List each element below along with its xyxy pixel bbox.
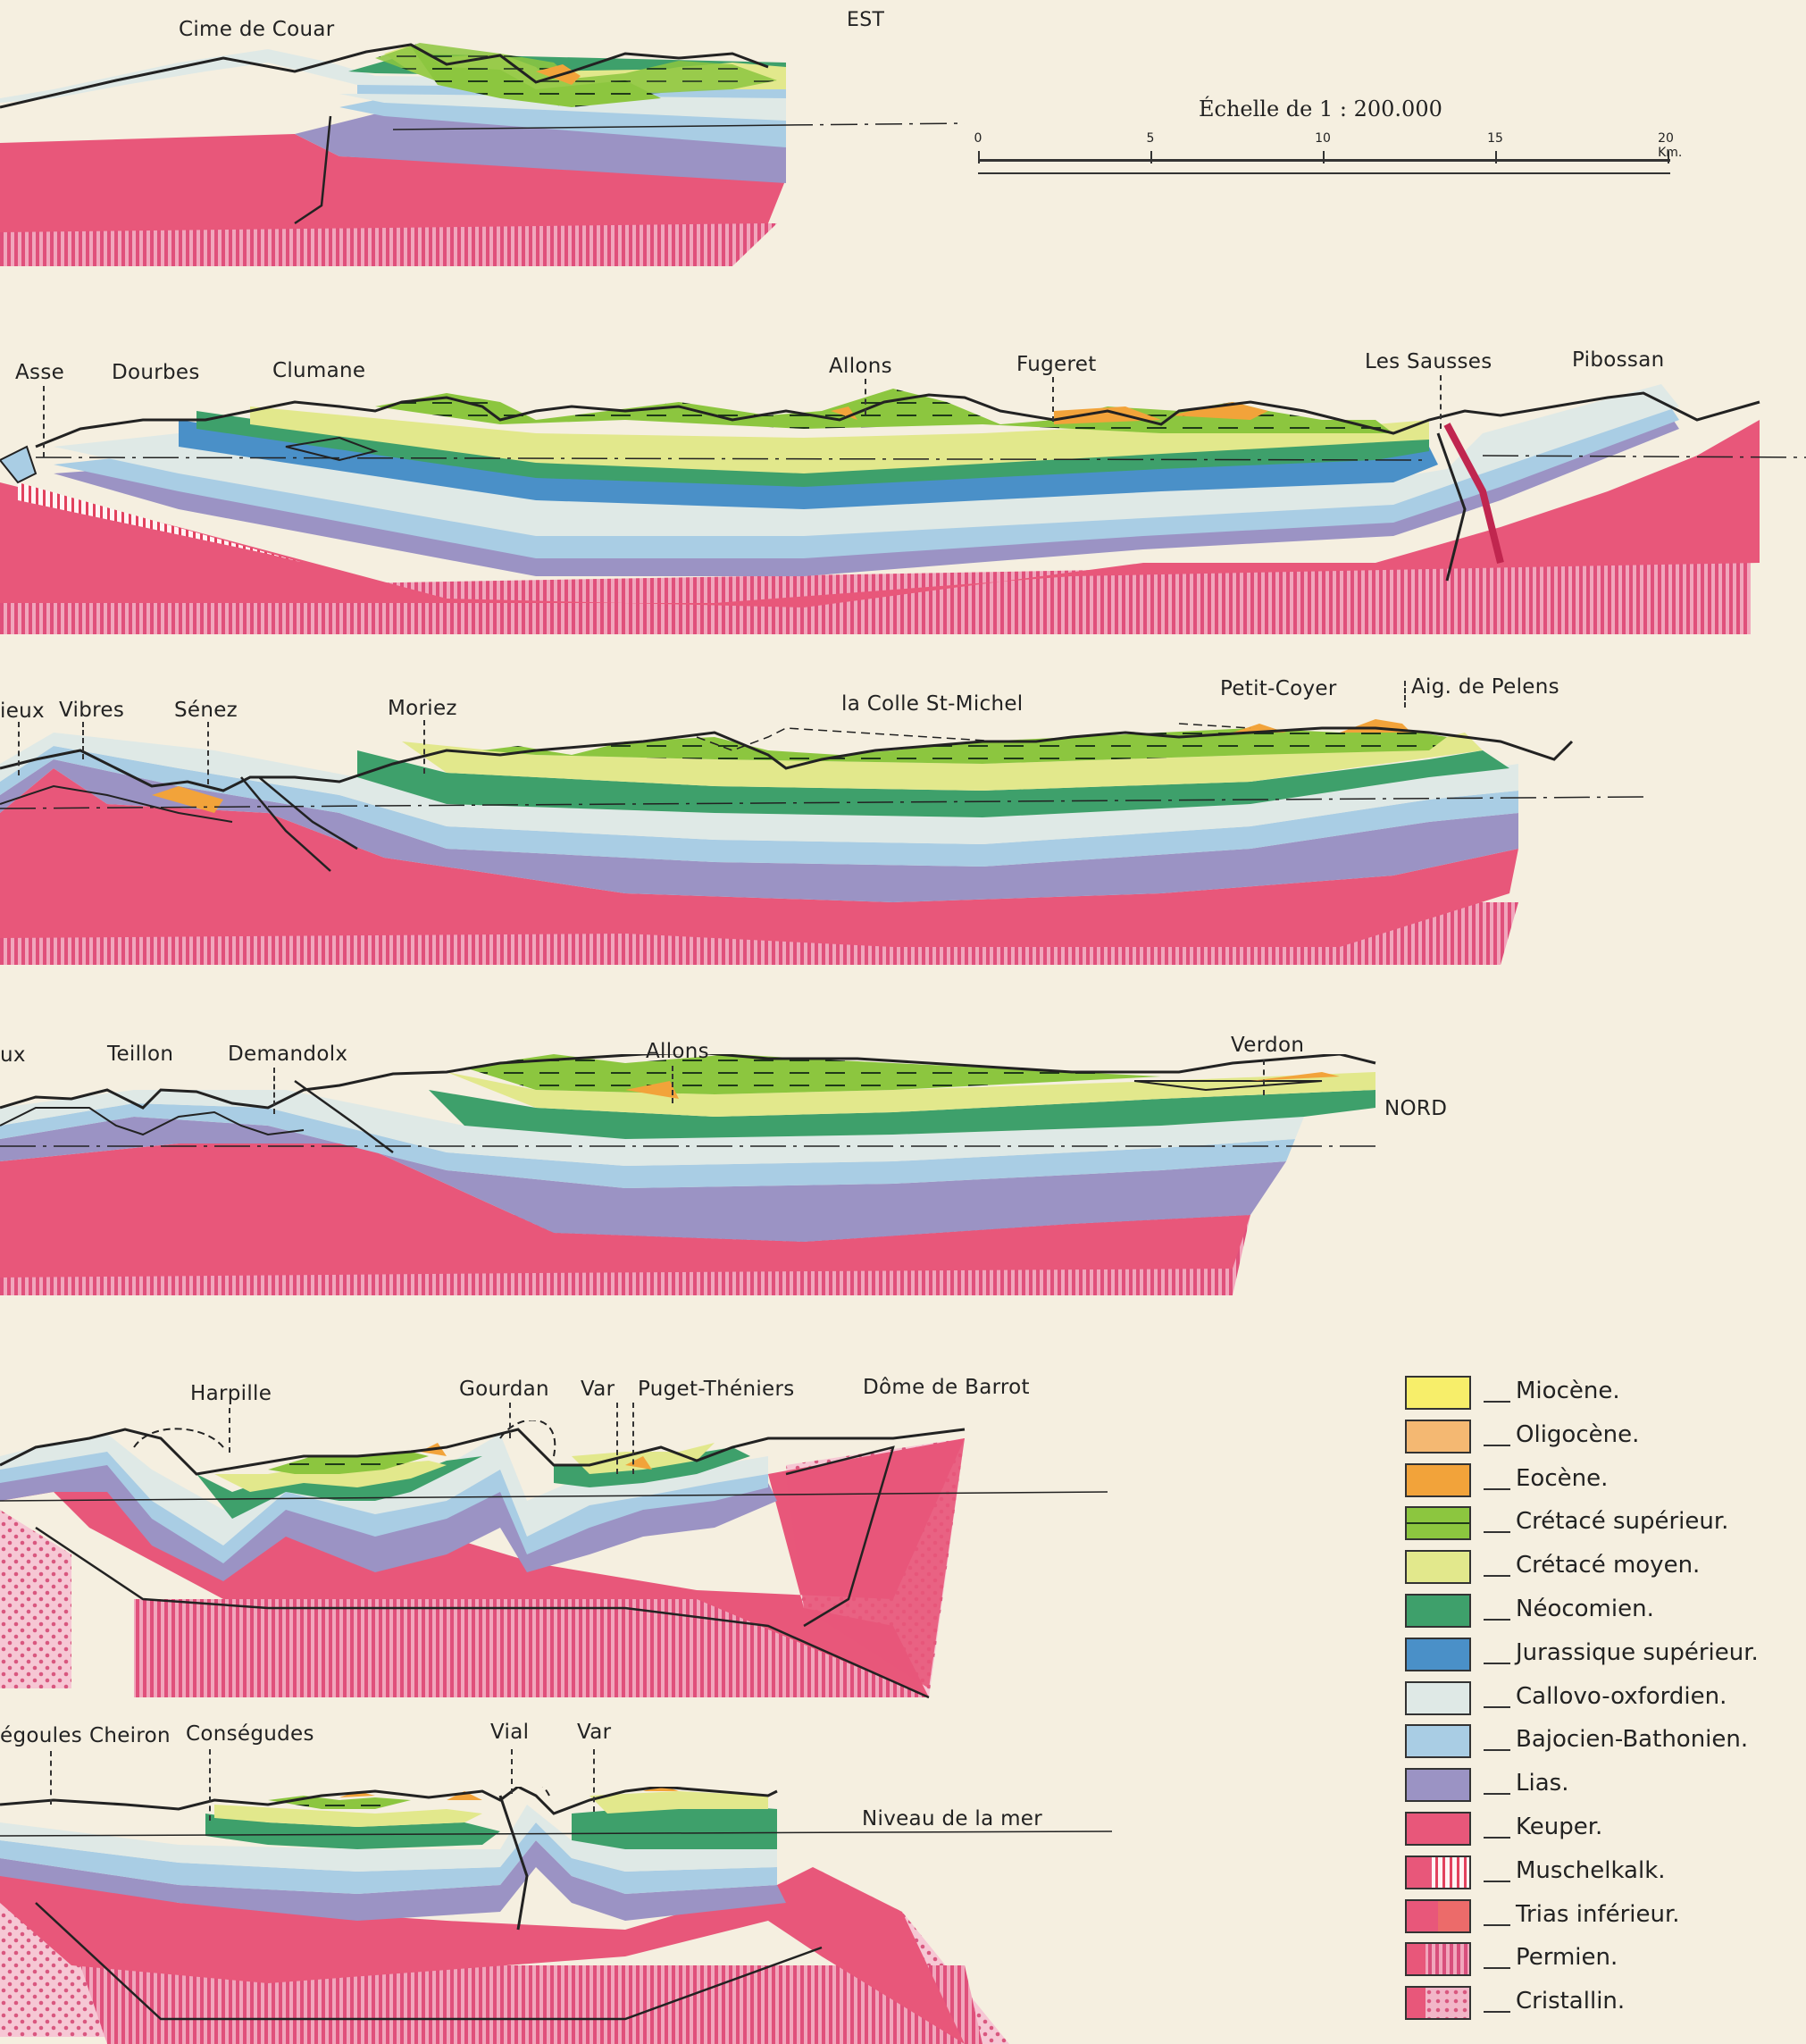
legend-label: Trias inférieur. — [1516, 1900, 1680, 1928]
place-label: Asse — [15, 361, 65, 384]
place-label: ux — [0, 1043, 26, 1067]
place-label: Gourdan — [459, 1378, 549, 1401]
place-label: ieux — [0, 699, 45, 723]
place-label: Allons — [646, 1040, 709, 1063]
scale-tick-20: 20 Km. — [1658, 131, 1683, 160]
legend-label: Néocomien. — [1516, 1596, 1654, 1622]
cross-section-2 — [0, 384, 1806, 634]
place-label: Var — [577, 1721, 612, 1744]
legend-label: Oligocène. — [1516, 1420, 1640, 1448]
cross-section-3 — [0, 719, 1644, 965]
legend-label: Cristallin. — [1516, 1988, 1626, 2015]
place-label: Clumane — [272, 359, 366, 382]
scale-tick-15: 15 — [1487, 131, 1503, 146]
place-label: Puget-Théniers — [638, 1378, 795, 1401]
legend-swatch — [1405, 1680, 1471, 1715]
place-label: Dourbes — [112, 361, 200, 384]
legend-swatch — [1405, 1986, 1471, 2021]
legend-label: Callovo-oxfordien. — [1516, 1682, 1727, 1710]
place-label: Allons — [829, 355, 892, 378]
place-label: Var — [581, 1378, 615, 1401]
legend-swatch — [1405, 1376, 1471, 1410]
sea-level-label: Niveau de la mer — [862, 1807, 1043, 1830]
place-label: Vial — [490, 1721, 530, 1744]
place-label: Verdon — [1231, 1034, 1305, 1057]
scale-tick-10: 10 — [1315, 131, 1331, 146]
legend-swatch — [1405, 1550, 1471, 1585]
legend-label: Muschelkalk. — [1516, 1856, 1666, 1884]
place-label: Moriez — [388, 697, 457, 720]
place-label: Demandolx — [228, 1043, 348, 1066]
legend-label: Crétacé supérieur. — [1516, 1508, 1729, 1536]
legend-label: Miocène. — [1516, 1378, 1620, 1404]
scale-tick-5: 5 — [1146, 131, 1155, 146]
legend-swatch — [1405, 1637, 1471, 1671]
legend-swatch — [1405, 1724, 1471, 1759]
place-label: Teillon — [107, 1043, 174, 1066]
place-label: Cheiron — [89, 1724, 171, 1747]
place-label: Fugeret — [1016, 353, 1097, 376]
place-label: Vibres — [59, 699, 125, 722]
legend-label: Eocène. — [1516, 1464, 1609, 1492]
legend-swatch — [1405, 1898, 1471, 1933]
place-label: Conségudes — [186, 1722, 314, 1746]
place-label: Aig. de Pelens — [1411, 675, 1559, 699]
direction-label-nord: NORD — [1384, 1097, 1448, 1120]
scale-title: Échelle de 1 : 200.000 — [1199, 96, 1442, 121]
place-label: Pibossan — [1572, 348, 1665, 372]
legend-label: Crétacé moyen. — [1516, 1552, 1701, 1579]
place-label: Sénez — [174, 699, 238, 722]
scale-tick-0: 0 — [974, 131, 982, 146]
place-label: Cime de Couar — [179, 18, 335, 41]
legend-label: Bajocien-Bathonien. — [1516, 1726, 1749, 1754]
legend-label: Keuper. — [1516, 1814, 1603, 1840]
legend-swatch — [1405, 1506, 1471, 1541]
place-label: Dôme de Barrot — [863, 1376, 1030, 1399]
cross-section-5 — [0, 1420, 1108, 1699]
place-label: Petit-Coyer — [1220, 677, 1337, 700]
legend-swatch — [1405, 1942, 1471, 1977]
place-label: égoules — [0, 1724, 83, 1747]
legend-label: Permien. — [1516, 1944, 1618, 1972]
place-label: la Colle St-Michel — [841, 692, 1024, 716]
place-label: Les Sausses — [1365, 350, 1492, 373]
legend-swatch — [1405, 1855, 1471, 1889]
legend-swatch — [1405, 1812, 1471, 1846]
cross-section-4 — [0, 1054, 1376, 1295]
scale-bar: 0 5 10 15 20 Km. — [974, 131, 1682, 174]
legend-swatch — [1405, 1768, 1471, 1803]
cross-section-1 — [0, 43, 966, 266]
legend-label: Jurassique supérieur. — [1516, 1638, 1759, 1666]
legend-swatch — [1405, 1594, 1471, 1628]
direction-label-est: EST — [847, 9, 885, 31]
cross-section-6 — [0, 1787, 1113, 2044]
legend-swatch — [1405, 1419, 1471, 1453]
place-label: Harpille — [190, 1382, 272, 1405]
legend-swatch — [1405, 1462, 1471, 1497]
legend-label: Lias. — [1516, 1770, 1569, 1797]
